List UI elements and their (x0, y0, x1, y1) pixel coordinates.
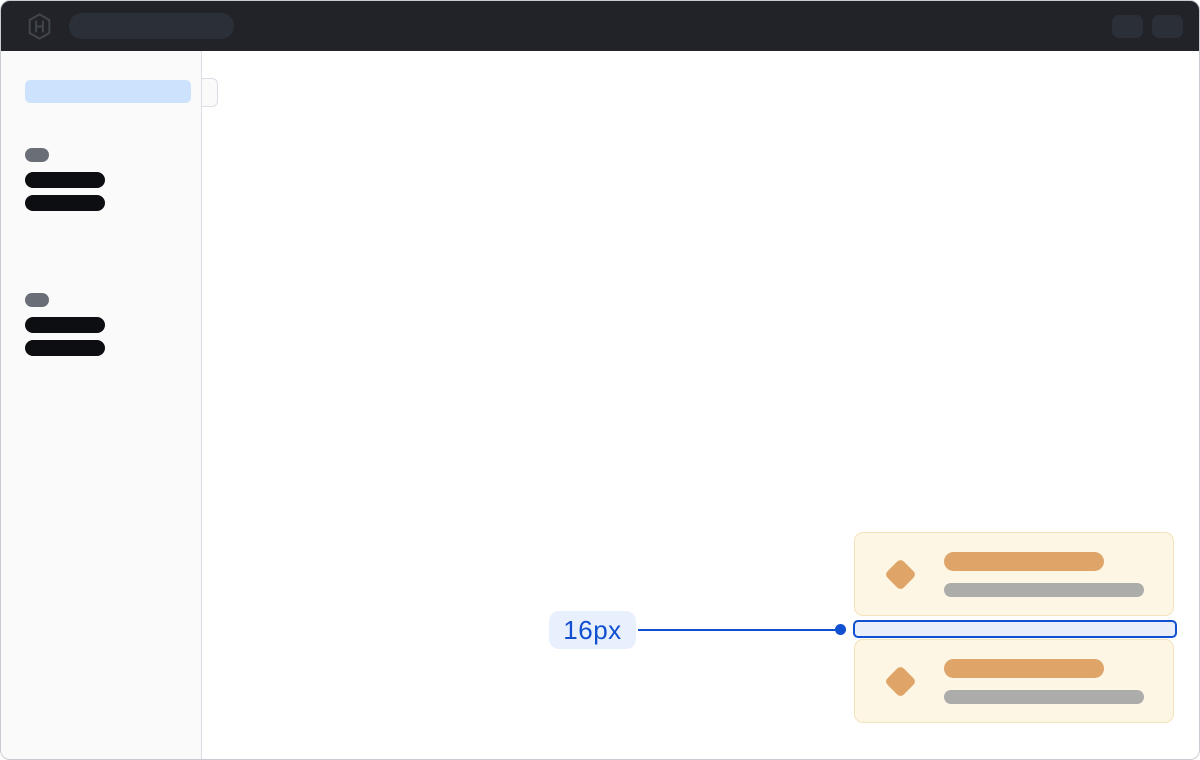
card-subtitle-placeholder (944, 689, 1144, 704)
measure-callout-dot (835, 624, 846, 635)
navbar-actions (1112, 14, 1183, 38)
navbar-search-placeholder[interactable] (69, 13, 234, 39)
measure-value-label: 16px (549, 611, 636, 649)
diamond-icon (884, 664, 917, 698)
nav-item-placeholder[interactable] (25, 317, 105, 333)
card-title-placeholder (944, 551, 1104, 571)
section-label-placeholder (25, 293, 49, 307)
sidebar-nav-group (25, 148, 105, 218)
sidebar-collapse-handle[interactable] (202, 78, 218, 107)
nav-item-placeholder[interactable] (25, 172, 105, 188)
sidebar-active-item-placeholder[interactable] (25, 80, 191, 103)
sidebar-nav-group (25, 293, 105, 363)
skeleton-card (854, 532, 1174, 616)
top-navbar (1, 1, 1199, 51)
nav-item-placeholder[interactable] (25, 340, 105, 356)
section-label-placeholder (25, 148, 49, 162)
navbar-action-placeholder[interactable] (1112, 14, 1143, 38)
sidebar (1, 51, 202, 759)
card-text-placeholders (944, 658, 1144, 704)
card-text-placeholders (944, 551, 1144, 597)
card-subtitle-placeholder (944, 582, 1144, 597)
hashicorp-logo-icon (27, 12, 52, 40)
card-title-placeholder (944, 658, 1104, 678)
diamond-icon (884, 557, 917, 591)
skeleton-card (854, 639, 1174, 723)
measure-callout-line (638, 628, 839, 631)
measured-gap-highlight (853, 620, 1177, 638)
nav-item-placeholder[interactable] (25, 195, 105, 211)
navbar-action-placeholder[interactable] (1152, 14, 1183, 38)
